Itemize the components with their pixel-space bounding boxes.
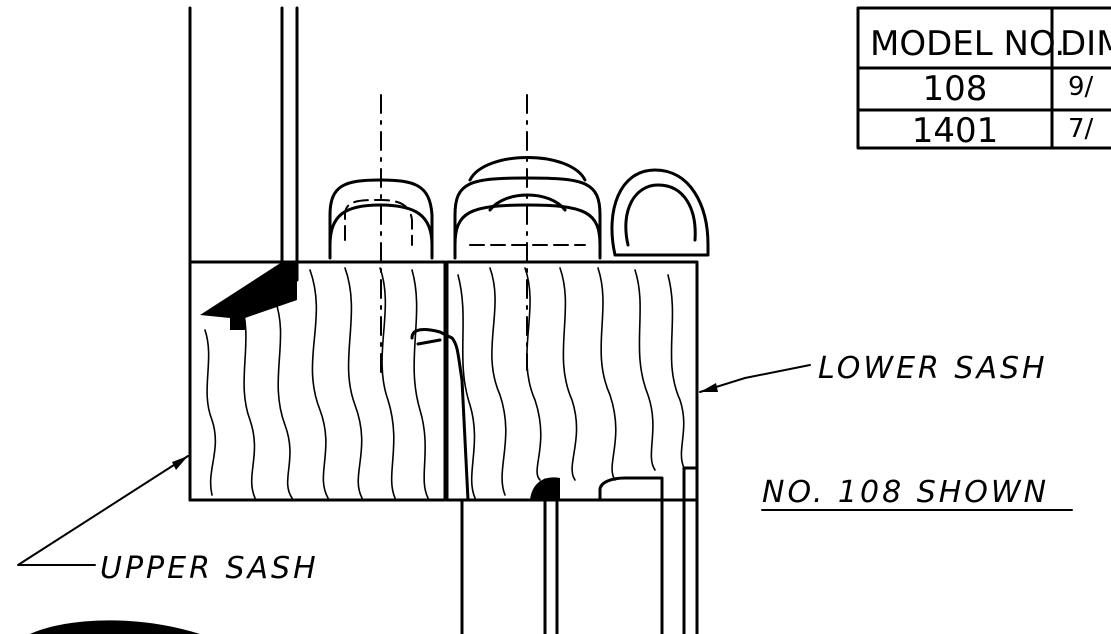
upper-sash-stile [188,6,299,502]
table-cell-dim-108: 9/ [1068,72,1094,102]
lock-hook [410,328,470,502]
latch-housing-right [453,156,602,260]
latch-housing-left [328,178,434,260]
label-upper-sash: UPPER SASH [100,551,319,586]
label-lower-sash: LOWER SASH [818,351,1048,386]
upper-sash-rail [188,260,447,502]
leader-lower-sash [699,364,811,393]
seal-mark [30,620,200,634]
weatherstrip-shadow [200,262,297,330]
leader-upper-sash [17,455,189,566]
model-table: MODEL NO. DIM 108 9/ 1401 7/ [856,6,1111,151]
table-header-model: MODEL NO. [870,24,1065,64]
thumb-lever [610,168,710,257]
center-lines [380,94,528,381]
wood-grain [204,267,685,499]
table-cell-dim-1401: 7/ [1068,114,1094,144]
lower-frame [460,466,699,634]
label-model-shown: NO. 108 SHOWN [762,475,1049,510]
table-cell-model-1401: 1401 [912,111,999,151]
table-cell-model-108: 108 [923,69,988,109]
lower-sash-rail [445,260,699,502]
table-header-dim: DIM [1060,24,1111,64]
